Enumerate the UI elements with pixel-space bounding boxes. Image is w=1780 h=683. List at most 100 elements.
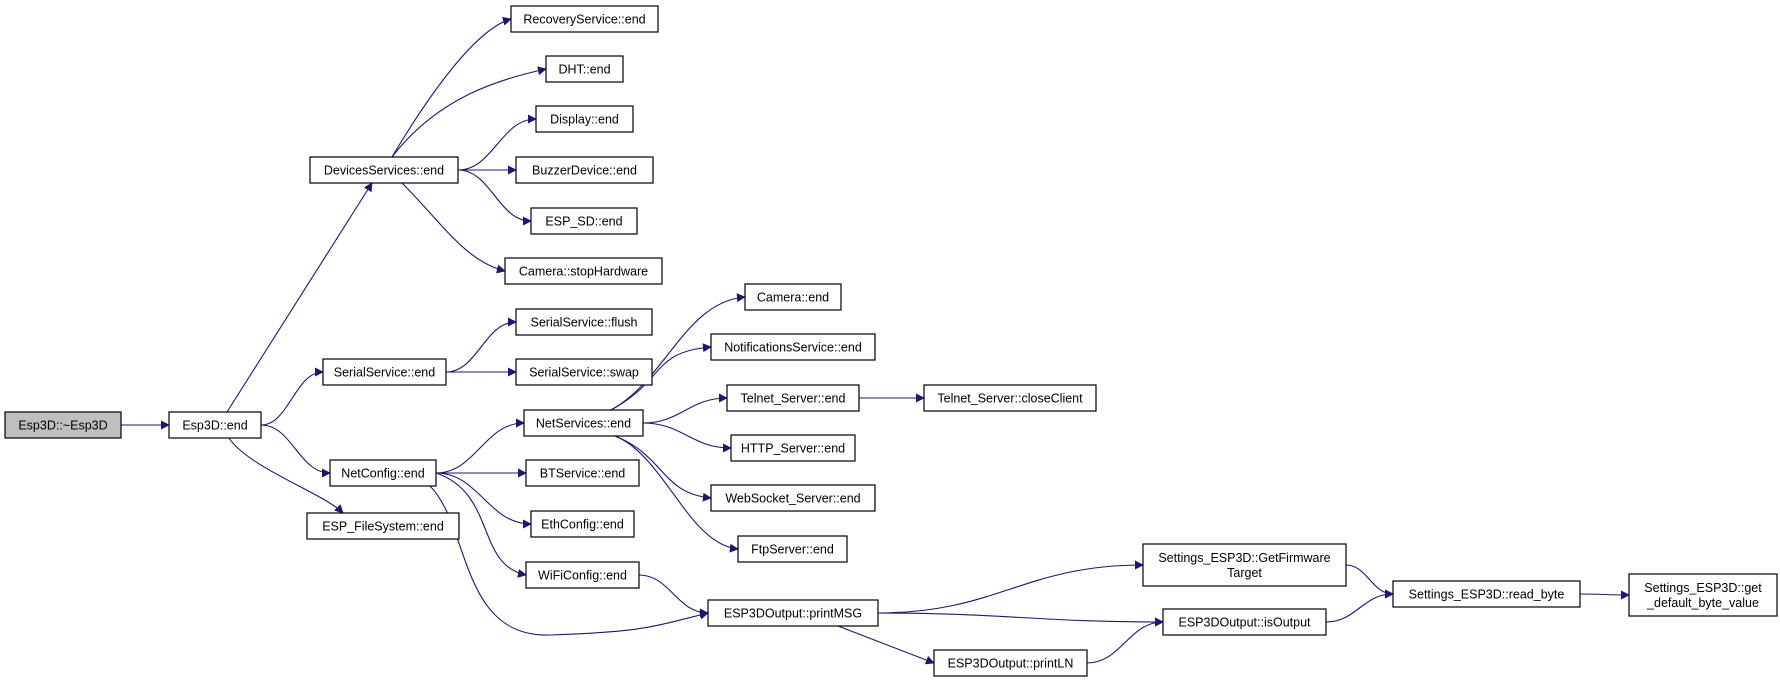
edge-esp3d-end-to-netconfig-end bbox=[260, 424, 331, 478]
node-label: ESP_FileSystem::end bbox=[322, 520, 444, 534]
node-label: ESP3DOutput::printMSG bbox=[724, 607, 862, 621]
node-box bbox=[306, 512, 460, 540]
node-box bbox=[309, 156, 459, 184]
edge-println-to-isoutput bbox=[1086, 617, 1164, 664]
node-label: SerialService::swap bbox=[529, 366, 639, 380]
node-box bbox=[530, 207, 638, 235]
node-label: SerialService::end bbox=[334, 366, 435, 380]
edge-esp3d-end-to-serial-end bbox=[260, 367, 324, 426]
node-box bbox=[322, 358, 447, 386]
node-ws-end[interactable]: WebSocket_Server::end bbox=[710, 484, 876, 512]
node-ethconfig-end[interactable]: EthConfig::end bbox=[530, 510, 635, 538]
edge-wificonfig-end-to-printmsg bbox=[638, 574, 709, 618]
node-serial-flush[interactable]: SerialService::flush bbox=[515, 308, 653, 336]
node-box bbox=[1392, 580, 1581, 608]
node-label: SerialService::flush bbox=[531, 316, 638, 330]
node-esp3d-dtor[interactable]: Esp3D::~Esp3D bbox=[4, 411, 122, 439]
edge-netservices-end-to-ftp-end bbox=[614, 435, 739, 553]
node-btservice-end[interactable]: BTService::end bbox=[525, 459, 640, 487]
node-box bbox=[515, 308, 653, 336]
node-buzzer-end[interactable]: BuzzerDevice::end bbox=[515, 156, 654, 184]
node-esp3d-end[interactable]: Esp3D::end bbox=[168, 411, 262, 439]
edge-devices-end-to-recovery-end bbox=[391, 16, 512, 158]
node-label: NetServices::end bbox=[536, 417, 631, 431]
node-label: Target bbox=[1227, 566, 1262, 580]
nodes-layer: Esp3D::~Esp3D Esp3D::end DevicesServices::… bbox=[4, 5, 1778, 677]
edge-netservices-end-to-notif-end bbox=[610, 343, 712, 411]
node-label: FtpServer::end bbox=[751, 543, 834, 557]
node-notif-end[interactable]: NotificationsService::end bbox=[710, 333, 876, 361]
node-label: Display::end bbox=[550, 113, 619, 127]
node-box bbox=[510, 5, 659, 33]
node-label: Camera::end bbox=[757, 291, 829, 305]
node-box bbox=[737, 535, 848, 563]
node-telnet-close[interactable]: Telnet_Server::closeClient bbox=[923, 384, 1097, 412]
node-label: WiFiConfig::end bbox=[538, 569, 627, 583]
edges-layer bbox=[120, 16, 1630, 665]
node-println[interactable]: ESP3DOutput::printLN bbox=[933, 649, 1088, 677]
edge-devices-end-to-dht-end bbox=[391, 66, 547, 158]
edge-devices-end-to-espsd-end bbox=[457, 169, 532, 226]
node-dht-end[interactable]: DHT::end bbox=[545, 55, 624, 83]
edge-netconfig-end-to-printmsg bbox=[429, 485, 709, 636]
node-serial-end[interactable]: SerialService::end bbox=[322, 358, 447, 386]
edge-isoutput-to-readbyte bbox=[1325, 589, 1394, 623]
node-label: HTTP_Server::end bbox=[741, 442, 845, 456]
node-box bbox=[530, 510, 635, 538]
node-isoutput[interactable]: ESP3DOutput::isOutput bbox=[1162, 608, 1327, 636]
node-box bbox=[545, 55, 624, 83]
node-readbyte[interactable]: Settings_ESP3D::read_byte bbox=[1392, 580, 1581, 608]
edge-netconfig-end-to-netservices-end bbox=[435, 418, 525, 474]
node-recovery-end[interactable]: RecoveryService::end bbox=[510, 5, 659, 33]
node-box bbox=[710, 333, 876, 361]
node-telnet-end[interactable]: Telnet_Server::end bbox=[726, 384, 860, 412]
node-box bbox=[515, 358, 653, 386]
node-box bbox=[933, 649, 1088, 677]
node-label: NetConfig::end bbox=[341, 467, 424, 481]
edge-printmsg-to-println bbox=[837, 625, 935, 665]
node-netconfig-end[interactable]: NetConfig::end bbox=[329, 459, 437, 487]
node-box bbox=[710, 484, 876, 512]
node-box bbox=[504, 257, 663, 285]
node-label: _default_byte_value bbox=[1646, 596, 1759, 610]
node-label: WebSocket_Server::end bbox=[725, 492, 860, 506]
node-label: BuzzerDevice::end bbox=[532, 164, 637, 178]
edge-printmsg-to-isoutput bbox=[877, 612, 1164, 627]
node-box bbox=[730, 434, 856, 462]
node-http-end[interactable]: HTTP_Server::end bbox=[730, 434, 856, 462]
node-box bbox=[1162, 608, 1327, 636]
edge-getfw-to-readbyte bbox=[1345, 564, 1394, 599]
node-box bbox=[1628, 573, 1778, 617]
node-devices-end[interactable]: DevicesServices::end bbox=[309, 156, 459, 184]
node-getdefault[interactable]: Settings_ESP3D::get_default_byte_value bbox=[1628, 573, 1778, 617]
node-label: NotificationsService::end bbox=[724, 341, 862, 355]
node-camera-end[interactable]: Camera::end bbox=[744, 283, 842, 311]
node-label: ESP_SD::end bbox=[545, 215, 622, 229]
node-label: DHT::end bbox=[558, 63, 610, 77]
node-box bbox=[535, 105, 634, 133]
node-espfs-end[interactable]: ESP_FileSystem::end bbox=[306, 512, 460, 540]
edge-netconfig-end-to-wificonfig-end bbox=[435, 472, 527, 578]
edge-readbyte-to-getdefault bbox=[1579, 590, 1630, 600]
edge-netservices-end-to-camera-end bbox=[610, 293, 746, 411]
node-serial-swap[interactable]: SerialService::swap bbox=[515, 358, 653, 386]
node-label: BTService::end bbox=[540, 467, 626, 481]
node-netservices-end[interactable]: NetServices::end bbox=[523, 409, 644, 437]
node-box bbox=[525, 459, 640, 487]
node-printmsg[interactable]: ESP3DOutput::printMSG bbox=[707, 599, 879, 627]
node-box bbox=[707, 599, 879, 627]
edge-devices-end-to-camera-stophw bbox=[401, 182, 506, 274]
node-label: Esp3D::~Esp3D bbox=[18, 419, 107, 433]
node-ftp-end[interactable]: FtpServer::end bbox=[737, 535, 848, 563]
node-camera-stophw[interactable]: Camera::stopHardware bbox=[504, 257, 663, 285]
node-label: Settings_ESP3D::get bbox=[1644, 581, 1762, 595]
edge-netservices-end-to-http-end bbox=[642, 422, 732, 453]
node-espsd-end[interactable]: ESP_SD::end bbox=[530, 207, 638, 235]
node-box bbox=[515, 156, 654, 184]
edge-printmsg-to-getfw bbox=[877, 560, 1144, 614]
node-display-end[interactable]: Display::end bbox=[535, 105, 634, 133]
node-label: ESP3DOutput::isOutput bbox=[1178, 616, 1311, 630]
node-wificonfig-end[interactable]: WiFiConfig::end bbox=[525, 561, 640, 589]
node-label: Esp3D::end bbox=[182, 419, 247, 433]
